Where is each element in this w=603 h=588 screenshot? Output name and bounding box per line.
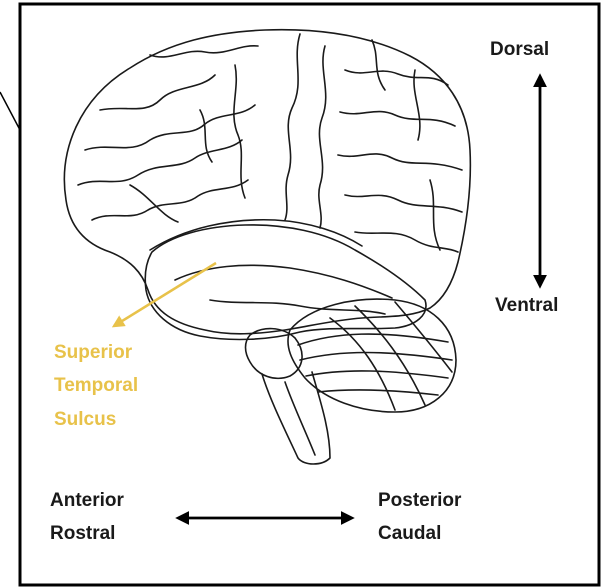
- label-sts-line2: Temporal: [54, 374, 138, 398]
- label-dorsal: Dorsal: [490, 38, 549, 62]
- brainstem: [262, 372, 330, 464]
- label-sts-line1: Superior: [54, 341, 132, 365]
- central-sulcus: [285, 34, 300, 220]
- label-caudal: Caudal: [378, 522, 441, 546]
- sts-pointer-arrow: [114, 263, 216, 326]
- pons: [246, 329, 303, 379]
- brain-illustration: [64, 30, 470, 464]
- label-anterior: Anterior: [50, 489, 124, 513]
- label-posterior: Posterior: [378, 489, 461, 513]
- cerebellum: [288, 299, 456, 412]
- label-ventral: Ventral: [495, 294, 558, 318]
- label-rostral: Rostral: [50, 522, 115, 546]
- temporal-lobe: [145, 225, 426, 340]
- label-sts-line3: Sulcus: [54, 408, 116, 432]
- superior-temporal-sulcus: [175, 265, 392, 298]
- cerebrum-outline: [64, 30, 470, 334]
- callout-line: [0, 92, 20, 130]
